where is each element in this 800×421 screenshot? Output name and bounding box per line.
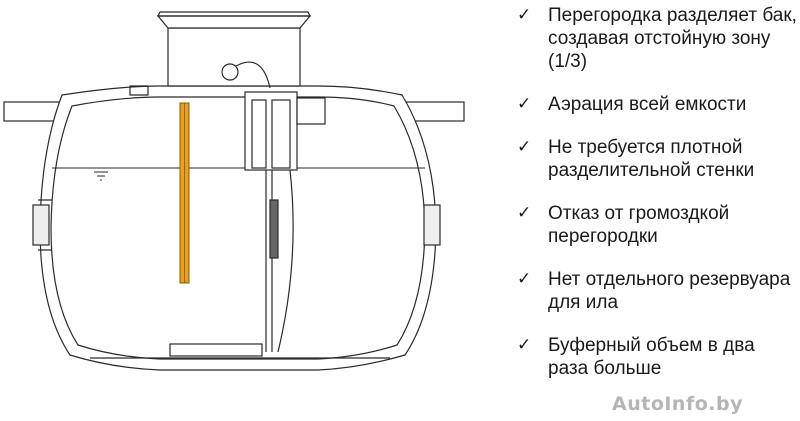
- benefit-item: ✓ Перегородка разделяет бак, создавая отс…: [514, 4, 798, 73]
- benefit-text: Перегородка разделяет бак, создавая отст…: [548, 5, 797, 72]
- sludge-tube: [269, 199, 279, 259]
- tank-body-inner: [50, 96, 426, 360]
- septic-tank-diagram: [3, 11, 465, 371]
- partition-inner: [251, 99, 267, 169]
- partition-housing: [244, 91, 298, 171]
- top-step-left: [129, 85, 149, 96]
- benefit-text: Нет отдельного резервуара для ила: [548, 269, 791, 313]
- checkmark-icon: ✓: [517, 269, 532, 289]
- water-level-marker: [94, 171, 108, 181]
- inlet-fitting: [221, 63, 239, 81]
- checkmark-icon: ✓: [517, 137, 532, 157]
- checkmark-icon: ✓: [517, 5, 532, 25]
- aerator-plate: [169, 343, 263, 357]
- watermark: AutoInfo.by: [612, 393, 743, 415]
- benefit-item: ✓ Буферный объем в два раза больше: [514, 334, 798, 380]
- benefit-text: Аэрация всей емкости: [548, 94, 747, 115]
- partition-inner-2: [271, 99, 291, 169]
- benefit-text: Буферный объем в два раза больше: [548, 335, 755, 379]
- checkmark-icon: ✓: [517, 203, 532, 223]
- riser-neck: [167, 27, 301, 87]
- checkmark-icon: ✓: [517, 335, 532, 355]
- inlet-pipe: [235, 61, 271, 89]
- benefit-text: Не требуется плотной разделительной стен…: [548, 137, 755, 181]
- checkmark-icon: ✓: [517, 94, 532, 114]
- tank-body-outline: [39, 85, 437, 371]
- benefit-item: ✓ Нет отдельного резервуара для ила: [514, 268, 798, 314]
- benefit-item: ✓ Отказ от громоздкой перегородки: [514, 202, 798, 248]
- rib-right-block: [423, 204, 441, 246]
- benefit-list: ✓ Перегородка разделяет бак, создавая отс…: [514, 4, 798, 380]
- benefit-item: ✓ Аэрация всей емкости: [514, 93, 798, 116]
- benefit-text: Отказ от громоздкой перегородки: [548, 203, 730, 247]
- benefit-item: ✓ Не требуется плотной разделительной сте…: [514, 136, 798, 182]
- rib-left-block: [32, 204, 50, 246]
- aerator-head: [296, 97, 326, 125]
- return-line: [277, 169, 294, 353]
- riser-collar: [156, 15, 312, 29]
- riser-lip: [157, 11, 311, 17]
